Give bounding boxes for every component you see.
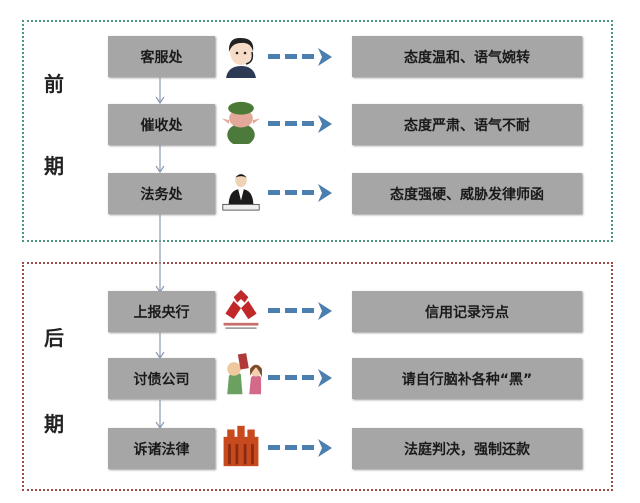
connector-arrow: [155, 214, 165, 294]
connector-arrow: [155, 145, 165, 174]
dashed-arrow: [268, 302, 332, 320]
result-box: 态度温和、语气婉转: [352, 36, 582, 77]
customer-service-agent-icon: [226, 37, 256, 78]
step-collections: 催收处: [108, 104, 215, 145]
step-customer-service: 客服处: [108, 36, 215, 77]
late-phase-frame: [22, 262, 613, 491]
connector-arrow: [155, 332, 165, 360]
result-box: 态度强硬、威胁发律师函: [352, 173, 582, 214]
dashed-arrow: [268, 369, 332, 387]
result-box: 请自行脑补各种“黑”: [352, 358, 582, 399]
result-box: 信用记录污点: [352, 291, 582, 332]
dashed-arrow: [268, 439, 332, 457]
dashed-arrow: [268, 184, 332, 202]
step-debt-collection-agency: 讨债公司: [108, 358, 215, 399]
early-phase-label-1: 前: [44, 72, 64, 96]
step-legal: 法务处: [108, 173, 215, 214]
dashed-arrow: [268, 48, 332, 66]
late-phase-label-2: 期: [44, 412, 64, 436]
early-phase-frame: [22, 20, 613, 242]
early-phase-label-2: 期: [44, 154, 64, 178]
dashed-arrow: [268, 115, 332, 133]
connector-arrow: [155, 77, 165, 105]
result-box: 法庭判决，强制还款: [352, 428, 582, 469]
result-box: 态度严肃、语气不耐: [352, 104, 582, 145]
collector-officer-icon: [221, 101, 261, 144]
court-icon: [223, 425, 259, 467]
connector-arrow: [155, 400, 165, 430]
central-bank-logo-icon: [223, 289, 259, 329]
step-report-central-bank: 上报央行: [108, 291, 215, 332]
lawyer-icon: [222, 173, 260, 211]
step-legal-action: 诉诸法律: [108, 428, 215, 469]
late-phase-label-1: 后: [44, 326, 64, 350]
debt-collector-icon: [227, 353, 262, 395]
